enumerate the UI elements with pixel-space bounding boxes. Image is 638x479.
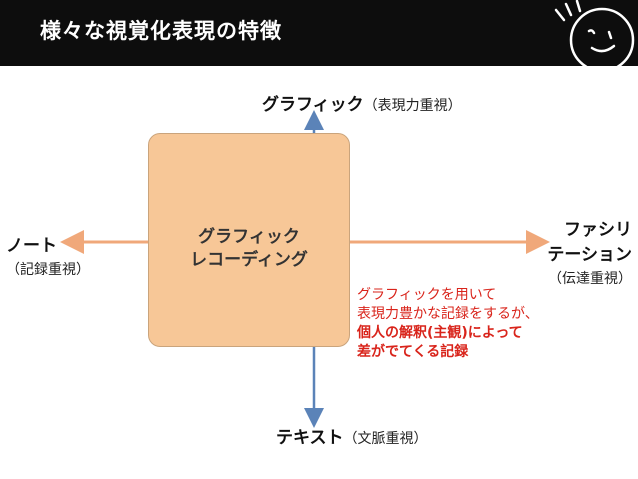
title-bar: 様々な視覚化表現の特徴 — [0, 0, 638, 66]
note-line3: 個人の解釈(主観)によって — [357, 325, 523, 341]
bottom-label: テキスト — [276, 428, 344, 448]
right-label-line1: ファシリ — [564, 220, 632, 240]
right-sub: （伝達重視） — [548, 271, 632, 287]
note-line1: グラフィックを用いて — [357, 287, 497, 303]
note-line4: 差がでてくる記録 — [357, 344, 469, 360]
left-sub: （記録重視） — [6, 262, 90, 278]
smiley-mascot-icon — [554, 0, 635, 66]
top-sub: （表現力重視） — [363, 98, 462, 114]
graphic-recording-box — [148, 133, 350, 347]
center-label: グラフィック レコーディング — [148, 226, 350, 272]
annotation-note: グラフィックを用いて 表現力豊かな記録をするが、 個人の解釈(主観)によって 差… — [357, 286, 539, 362]
bottom-sub: （文脈重視） — [343, 431, 428, 447]
right-axis-label: ファシリ テーション （伝達重視） — [547, 215, 632, 288]
top-axis-label: グラフィック（表現力重視） — [262, 90, 462, 115]
page-title: 様々な視覚化表現の特徴 — [40, 19, 282, 43]
center-label-line2: レコーディング — [190, 250, 308, 270]
note-line2: 表現力豊かな記録をするが、 — [357, 306, 539, 322]
top-label: グラフィック — [262, 95, 364, 115]
left-label: ノート — [6, 236, 57, 256]
right-label-line2: テーション — [547, 245, 632, 265]
center-label-line1: グラフィック — [198, 227, 300, 247]
bottom-axis-label: テキスト（文脈重視） — [276, 423, 428, 448]
left-axis-label: ノート （記録重視） — [6, 231, 90, 279]
